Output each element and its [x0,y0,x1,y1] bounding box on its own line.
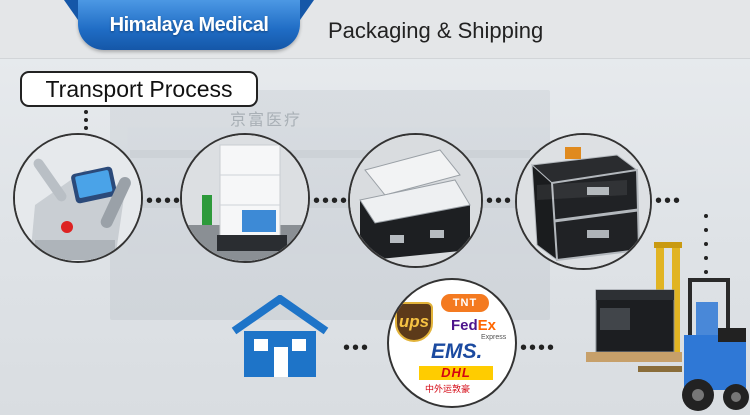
background-sign: 京富医疗 [230,110,303,129]
house-icon [231,295,329,377]
closed-flight-case-illustration [517,135,650,268]
courier-logos-circle: ups TNT FedEx Express EMS. DHL 中外运敦豪 [387,278,517,408]
connector-dots-vertical [84,110,88,130]
connector-dots: •••• [313,190,350,212]
dhl-text: DHL [441,365,471,380]
connector-dots: ••• [655,190,683,212]
fedex-fed-text: Fed [451,317,478,334]
connector-dots: ••• [343,337,371,359]
fedex-ex-text: Ex [477,317,497,334]
brand-title: Himalaya Medical [109,14,269,36]
transport-process-label: Transport Process [20,71,258,107]
header-bar: Himalaya Medical Packaging & Shipping [0,0,750,59]
step-closed-case-image [515,133,652,270]
ems-logo: EMS. [431,340,483,363]
forklift-icon [586,242,749,411]
step-open-case-image [348,133,483,268]
connector-dots: ••• [486,190,514,212]
tnt-logo: TNT [441,294,489,312]
dhl-logo: DHL [419,366,493,380]
foam-box-illustration [182,135,308,261]
connector-dots: •••• [520,337,557,359]
open-flight-case-illustration [350,135,481,266]
fedex-express-text: Express [481,334,507,341]
connector-dots-vertical [704,214,708,274]
section-title: Packaging & Shipping [328,18,544,43]
dhl-chinese-text: 中外运敦豪 [425,384,471,394]
ups-text: ups [398,312,430,331]
step-device-image [13,133,143,263]
connector-dots: •••• [146,190,183,212]
step-foam-packing-image [180,133,310,263]
ups-logo: ups [395,302,433,342]
brand-tab: Himalaya Medical [78,0,300,50]
fedex-logo: FedEx [451,318,496,333]
medical-device-illustration [15,135,141,261]
